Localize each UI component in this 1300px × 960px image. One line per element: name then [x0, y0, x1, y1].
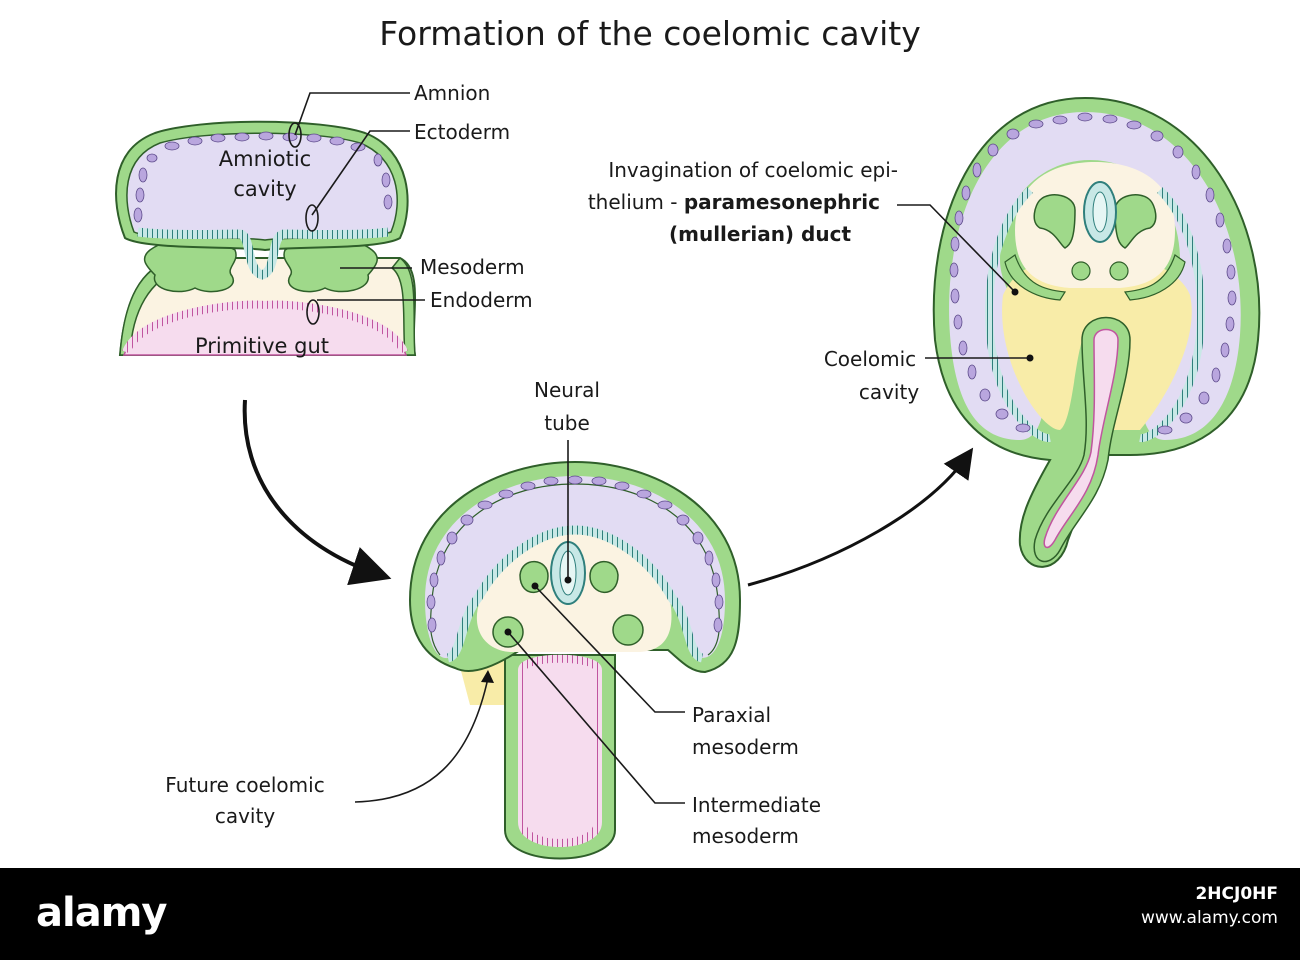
label-future-coelom-1: Future coelomic	[165, 773, 324, 797]
stage2-amnion-cells	[426, 475, 724, 633]
label-coelomic-cavity-2: cavity	[859, 380, 919, 404]
label-primitive-gut: Primitive gut	[195, 334, 329, 358]
arrow-stage1-to-stage2	[242, 399, 392, 586]
stage1-amniotic-cavity	[126, 132, 398, 241]
stage1-body-green-right	[390, 256, 416, 356]
label-amniotic-cavity-1: Amniotic	[219, 147, 311, 171]
label-intermediate-2: mesoderm	[692, 824, 799, 848]
diagram-title: Formation of the coelomic cavity	[379, 14, 921, 53]
stage1-amnion-cells	[133, 131, 393, 223]
label-coelomic-cavity-1: Coelomic	[824, 347, 916, 371]
label-future-coelom-2: cavity	[215, 804, 275, 828]
stage3-gut-lumen	[1043, 328, 1119, 549]
stage2-paraxial-left	[519, 560, 549, 594]
stage3-mesoderm-left	[1004, 254, 1067, 301]
stage1-ectoderm	[137, 227, 389, 280]
stage2-paraxial-right	[589, 560, 619, 594]
stage3-ectoderm	[985, 187, 1051, 443]
stage3-intermediate-right	[1109, 261, 1129, 281]
label-invagination-3: (mullerian) duct	[669, 222, 851, 246]
coelom-diagram: Amnion Ectoderm Amniotic cavity Mesoderm…	[115, 81, 1261, 860]
stage-3-embryo	[932, 96, 1261, 568]
watermark-bar: alamy 2HCJ0HF www.alamy.com	[0, 868, 1300, 960]
label-invagination-2-bold: paramesonephric	[684, 190, 880, 214]
stage-1-embryo	[115, 120, 417, 356]
leader-lines	[288, 92, 1034, 804]
stage2-intermediate-right	[612, 614, 644, 646]
stage2-inner-striped	[445, 525, 705, 663]
label-endoderm: Endoderm	[430, 288, 533, 312]
stage3-mesoderm-right	[1123, 254, 1186, 301]
stage3-intermediate-left	[1071, 261, 1091, 281]
label-neural-tube-1: Neural	[534, 378, 600, 402]
label-paraxial-2: mesoderm	[692, 735, 799, 759]
stage3-neural-canal	[1092, 191, 1108, 233]
label-mesoderm: Mesoderm	[420, 255, 525, 279]
stage3-ectoderm-right	[1139, 187, 1205, 443]
watermark-url: www.alamy.com	[1140, 908, 1278, 928]
stage2-gut-lumen	[518, 654, 602, 847]
stage3-paraxial-left	[1033, 194, 1076, 249]
label-neural-tube-2: tube	[544, 411, 590, 435]
stage3-paraxial-right	[1114, 194, 1157, 249]
label-amnion: Amnion	[414, 81, 490, 105]
label-invagination-2-prefix: thelium -	[588, 190, 684, 214]
stage1-endoderm	[122, 300, 408, 354]
stage-2-embryo	[408, 460, 742, 860]
watermark-logo: alamy	[36, 890, 167, 936]
stage2-amniotic-cavity	[425, 476, 725, 659]
label-invagination-1: Invagination of coelomic epi-	[608, 158, 898, 182]
watermark-image-id: 2HCJ0HF	[1195, 884, 1278, 904]
label-intermediate-1: Intermediate	[692, 793, 821, 817]
label-paraxial-1: Paraxial	[692, 703, 771, 727]
label-ectoderm: Ectoderm	[414, 120, 510, 144]
stage3-amnion-cells	[949, 112, 1237, 435]
arrow-stage2-to-stage3	[747, 447, 974, 587]
label-amniotic-cavity-2: cavity	[233, 177, 296, 201]
label-invagination-2: thelium - paramesonephric	[588, 190, 880, 214]
watermark-info: 2HCJ0HF www.alamy.com	[1141, 884, 1278, 928]
